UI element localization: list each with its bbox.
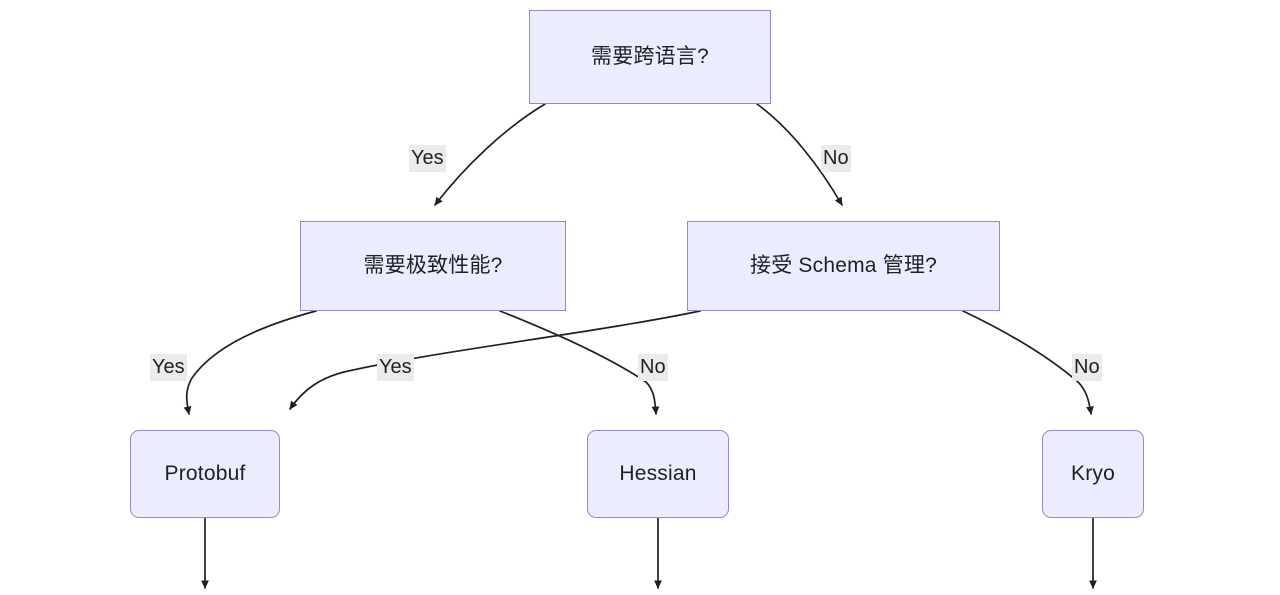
node-need-extreme-performance[interactable]: 需要极致性能? — [300, 221, 566, 311]
edge-root-to-perf — [434, 103, 546, 206]
node-label: 需要跨语言? — [591, 45, 709, 69]
node-label: 接受 Schema 管理? — [750, 254, 937, 278]
node-accept-schema-management[interactable]: 接受 Schema 管理? — [687, 221, 1000, 311]
edge-root-to-schema — [756, 103, 843, 206]
edge-label-perf-no: No — [638, 354, 668, 381]
edge-label-perf-yes: Yes — [150, 354, 187, 381]
edge-label-root-no: No — [821, 145, 851, 172]
edge-label-schema-yes: Yes — [377, 354, 414, 381]
edge-label-root-yes: Yes — [409, 145, 446, 172]
edge-perf-to-protobuf — [183, 310, 317, 415]
edge-schema-to-kryo — [962, 310, 1094, 415]
node-kryo[interactable]: Kryo — [1042, 430, 1144, 518]
node-hessian[interactable]: Hessian — [587, 430, 729, 518]
node-root-need-cross-language[interactable]: 需要跨语言? — [529, 10, 771, 104]
node-label: Hessian — [619, 462, 697, 486]
node-protobuf[interactable]: Protobuf — [130, 430, 280, 518]
edge-perf-to-hessian — [499, 310, 660, 415]
node-label: Protobuf — [164, 462, 246, 486]
node-label: 需要极致性能? — [363, 254, 503, 278]
edge-label-schema-no: No — [1072, 354, 1102, 381]
node-label: Kryo — [1071, 462, 1115, 486]
